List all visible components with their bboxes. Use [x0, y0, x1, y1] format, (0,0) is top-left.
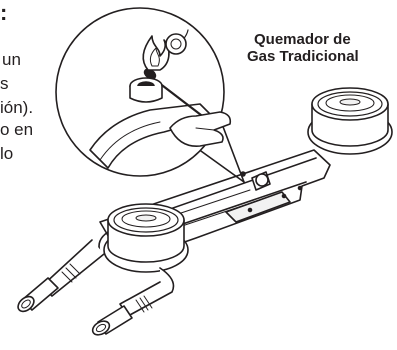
- body-text-line-1: un: [2, 50, 21, 69]
- section-heading-colon: :: [0, 0, 8, 25]
- body-text-line-4: o en: [0, 120, 34, 139]
- body-text-line-2: s: [0, 74, 9, 93]
- hand-icon: [169, 111, 232, 147]
- detail-pointer: [193, 123, 245, 183]
- gas-inlet-tube-lower: [91, 267, 175, 336]
- magnified-detail: [55, 7, 232, 177]
- burner-callout-line-1: Quemador de: [254, 31, 351, 48]
- gas-inlet-tube-upper: [17, 239, 105, 313]
- left-burner-head: [103, 203, 189, 273]
- flame-icon: [142, 35, 170, 71]
- burner-callout-line-2: Gas Tradicional: [247, 48, 359, 65]
- right-burner-head: [307, 87, 393, 155]
- body-text-line-3: ión).: [0, 98, 34, 117]
- body-text-line-5: lo: [0, 144, 14, 163]
